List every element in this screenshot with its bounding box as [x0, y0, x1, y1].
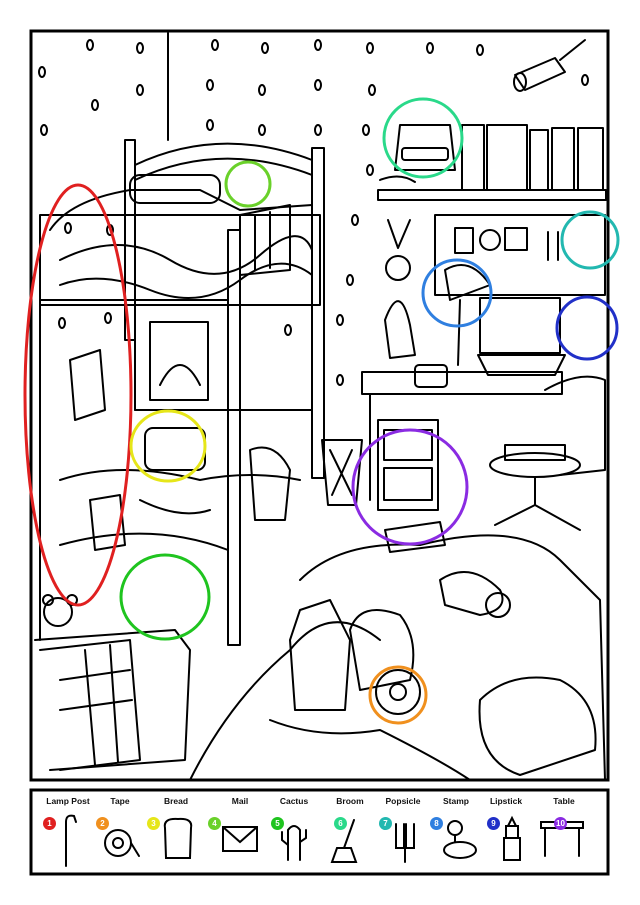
- legend-item-bread: Bread: [146, 796, 206, 806]
- found-marker-lipstick[interactable]: [555, 295, 619, 361]
- legend-number-badge: 5: [271, 817, 284, 830]
- bread-icon: [163, 817, 193, 859]
- scene-frame: [29, 29, 610, 782]
- medal: [385, 219, 411, 281]
- legend-label: Mail: [231, 796, 249, 806]
- found-marker-table[interactable]: [351, 428, 469, 546]
- legend-number-badge: 2: [96, 817, 109, 830]
- legend-label: Popsicle: [385, 796, 421, 806]
- legend-number-badge: 3: [147, 817, 160, 830]
- pegboard: [434, 214, 606, 296]
- legend-label: Lamp Post: [46, 796, 90, 806]
- desk: [361, 264, 566, 511]
- legend-label: Stamp: [443, 796, 469, 806]
- popsicle-icon: [395, 823, 415, 863]
- legend-item-popsicle: Popsicle: [373, 796, 433, 806]
- tape-icon: [104, 829, 140, 857]
- wallpaper-pattern: [38, 39, 589, 386]
- floor-clutter: [189, 521, 606, 781]
- legend-item-broom: Broom: [320, 796, 380, 806]
- legend-number-badge: 7: [379, 817, 392, 830]
- found-marker-bread[interactable]: [129, 409, 207, 483]
- legend-number-badge: 10: [554, 817, 567, 830]
- legend-item-tape: Tape: [90, 796, 150, 806]
- found-marker-broom[interactable]: [382, 97, 464, 179]
- ceiling-light: [513, 39, 586, 92]
- lamp-post-icon: [65, 814, 77, 867]
- legend-item-stamp: Stamp: [426, 796, 486, 806]
- legend-label: Bread: [163, 796, 189, 806]
- mail-icon: [222, 826, 258, 852]
- found-marker-tape[interactable]: [368, 665, 428, 725]
- legend-number-badge: 4: [208, 817, 221, 830]
- desk-chair: [489, 375, 606, 531]
- broom-icon: [330, 819, 358, 863]
- cactus-icon: [281, 825, 307, 861]
- legend-label: Table: [553, 796, 575, 806]
- legend-number-badge: 6: [334, 817, 347, 830]
- legend-number-badge: 8: [430, 817, 443, 830]
- legend-number-badge: 9: [487, 817, 500, 830]
- found-marker-mail[interactable]: [224, 160, 272, 208]
- legend-item-lamp-post: Lamp Post: [38, 796, 98, 806]
- found-marker-cactus[interactable]: [119, 553, 211, 641]
- legend-label: Tape: [110, 796, 130, 806]
- found-marker-stamp[interactable]: [421, 258, 493, 328]
- wall-shelf: [377, 124, 607, 201]
- legend-item-cactus: Cactus: [264, 796, 324, 806]
- legend-label: Broom: [336, 796, 364, 806]
- legend-item-table: Table: [534, 796, 594, 806]
- legend-label: Lipstick: [489, 796, 523, 806]
- found-marker-lamp-post[interactable]: [23, 183, 133, 607]
- found-marker-popsicle[interactable]: [560, 210, 620, 270]
- legend-label: Cactus: [279, 796, 309, 806]
- stamp-icon: [443, 820, 477, 859]
- side-table: [34, 629, 191, 771]
- lipstick-icon: [503, 815, 521, 861]
- legend-item-mail: Mail: [210, 796, 270, 806]
- legend-item-lipstick: Lipstick: [476, 796, 536, 806]
- legend-number-badge: 1: [43, 817, 56, 830]
